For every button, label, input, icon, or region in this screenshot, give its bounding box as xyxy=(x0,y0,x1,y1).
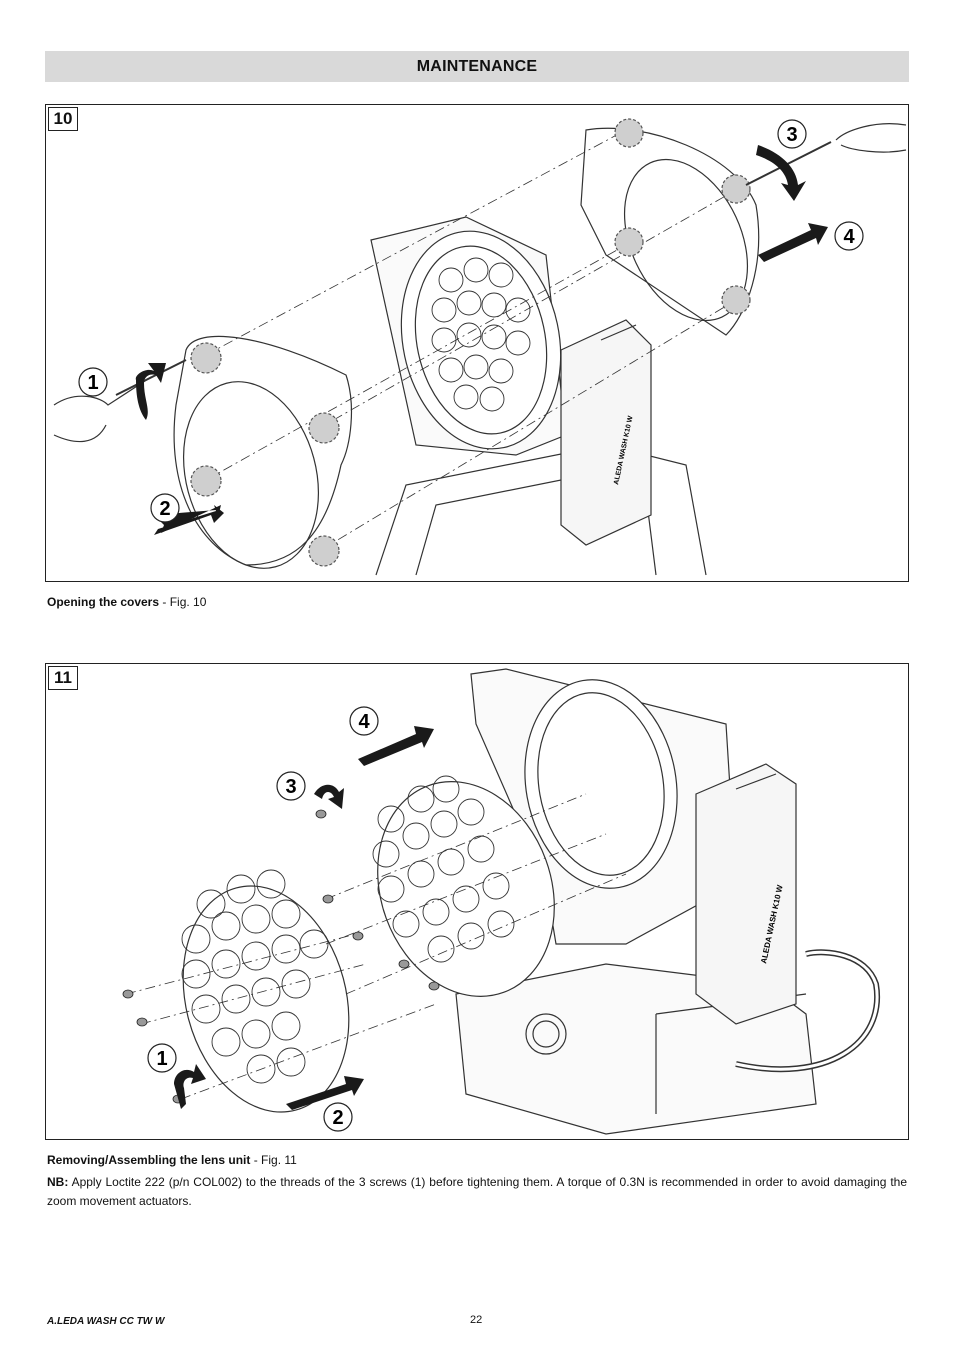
note-label: NB: xyxy=(47,1175,69,1189)
callout-3: 3 xyxy=(285,776,296,798)
note-paragraph: NB: Apply Loctite 222 (p/n COL002) to th… xyxy=(47,1173,907,1211)
caption-ref: - Fig. 11 xyxy=(250,1153,297,1167)
caption-title: Opening the covers xyxy=(47,595,160,609)
footer-model-name: A.LEDA WASH CC TW W xyxy=(47,1316,165,1327)
caption-title: Removing/Assembling the lens unit xyxy=(47,1153,251,1167)
figure-10-caption: Opening the covers - Fig. 10 xyxy=(47,595,206,609)
page-number: 22 xyxy=(470,1314,483,1326)
callout-4: 4 xyxy=(843,226,855,248)
caption-ref: - Fig. 10 xyxy=(159,595,207,609)
note-text: Apply Loctite 222 (p/n COL002) to the th… xyxy=(47,1175,907,1208)
figure-11-illustration: 1 2 3 4 ALEDA WASH K10 W xyxy=(122,668,881,1135)
section-header: MAINTENANCE xyxy=(45,51,909,82)
figure-10: 10 xyxy=(45,104,909,582)
callout-1: 1 xyxy=(156,1048,167,1070)
section-title: MAINTENANCE xyxy=(416,57,538,75)
figure-11: 11 xyxy=(45,663,909,1140)
callout-2: 2 xyxy=(159,498,170,520)
callout-2: 2 xyxy=(332,1107,343,1129)
figure-number: 11 xyxy=(48,666,78,690)
callout-3: 3 xyxy=(786,124,797,146)
figure-10-illustration: 1 2 3 4 ALEDA WASH K10 W xyxy=(53,118,907,576)
callout-1: 1 xyxy=(87,372,98,394)
figure-number: 10 xyxy=(48,107,78,131)
callout-4: 4 xyxy=(358,711,370,733)
figure-11-caption: Removing/Assembling the lens unit - Fig.… xyxy=(47,1153,297,1167)
